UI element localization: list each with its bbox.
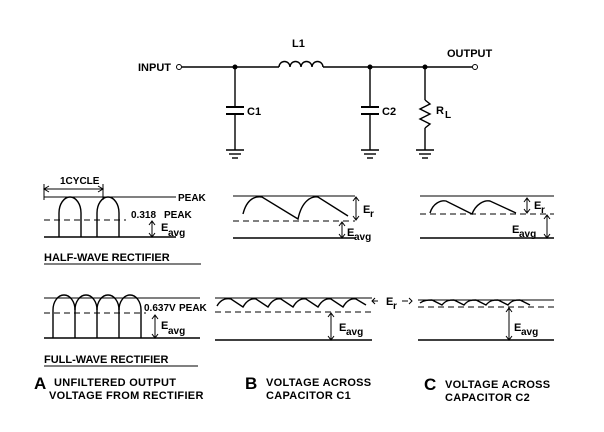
- half-wave-pulse: [58, 196, 82, 237]
- avg-peak-label: PEAK: [164, 210, 193, 221]
- half-wave-panel-c: E r E avg: [420, 195, 554, 240]
- svg-text:E: E: [363, 204, 370, 216]
- svg-text:E: E: [534, 200, 541, 212]
- svg-text:PEAK: PEAK: [179, 303, 208, 314]
- ripple-waveform: [216, 297, 367, 308]
- svg-text:CAPACITOR C2: CAPACITOR C2: [445, 392, 530, 404]
- svg-text:A: A: [34, 374, 46, 393]
- c1-label: C1: [247, 106, 261, 118]
- svg-text:E: E: [347, 227, 354, 239]
- svg-text:B: B: [245, 374, 257, 393]
- svg-text:E: E: [161, 320, 168, 332]
- svg-text:E: E: [339, 322, 346, 334]
- full-wave-title: FULL-WAVE RECTIFIER: [44, 354, 169, 366]
- svg-text:VOLTAGE ACROSS: VOLTAGE ACROSS: [266, 377, 371, 389]
- resistor-rl: [416, 67, 434, 159]
- avg-fraction-label: 0.318: [131, 210, 156, 221]
- svg-text:avg: avg: [519, 229, 536, 240]
- output-label: OUTPUT: [447, 48, 493, 60]
- svg-text:r: r: [541, 205, 545, 216]
- full-wave-pulse: [52, 294, 76, 338]
- svg-text:avg: avg: [521, 327, 538, 338]
- svg-text:avg: avg: [346, 327, 363, 338]
- full-wave-pulse: [74, 294, 98, 338]
- output-terminal: [472, 64, 478, 70]
- svg-text:UNFILTERED OUTPUT: UNFILTERED OUTPUT: [54, 377, 176, 389]
- input-terminal: [176, 64, 182, 70]
- half-wave-title: HALF-WAVE RECTIFIER: [44, 252, 170, 264]
- capacitor-c2: [361, 67, 379, 159]
- ripple-waveform: [242, 196, 349, 221]
- ripple-waveform: [429, 200, 517, 215]
- full-wave-pulse: [118, 294, 142, 338]
- input-label: INPUT: [138, 62, 171, 74]
- inductor-l1: [278, 60, 324, 68]
- svg-text:0.637V: 0.637V: [144, 303, 176, 314]
- svg-text:r: r: [393, 301, 397, 312]
- rl-subscript: L: [445, 110, 451, 121]
- half-wave-panel-a: 1CYCLE PEAK 0.318 PEAK E avg HALF-WAVE R…: [43, 176, 207, 265]
- full-wave-panel-b: E avg E r: [215, 296, 413, 341]
- half-wave-panel-b: E r E avg: [233, 195, 374, 243]
- svg-text:r: r: [370, 209, 374, 220]
- svg-text:E: E: [386, 296, 393, 308]
- c2-label: C2: [382, 106, 396, 118]
- eavg-subscript: avg: [168, 228, 185, 239]
- half-wave-pulse: [96, 196, 120, 237]
- full-wave-panel-a: 0.637V PEAK E avg FULL-WAVE RECTIFIER: [44, 294, 208, 367]
- svg-text:avg: avg: [168, 326, 185, 337]
- svg-text:C: C: [424, 375, 436, 394]
- svg-text:VOLTAGE FROM RECTIFIER: VOLTAGE FROM RECTIFIER: [49, 390, 204, 402]
- ripple-waveform: [419, 299, 531, 306]
- one-cycle-label: 1CYCLE: [60, 176, 100, 187]
- svg-text:VOLTAGE ACROSS: VOLTAGE ACROSS: [445, 379, 550, 391]
- caption-a: A UNFILTERED OUTPUT VOLTAGE FROM RECTIFI…: [34, 374, 204, 402]
- svg-text:avg: avg: [354, 232, 371, 243]
- filter-circuit: INPUT L1 OUTPUT C1: [138, 38, 493, 159]
- rl-label: R: [436, 105, 444, 117]
- caption-b: B VOLTAGE ACROSS CAPACITOR C1: [245, 374, 371, 402]
- full-wave-pulse: [96, 294, 120, 338]
- l1-label: L1: [292, 38, 305, 50]
- caption-c: C VOLTAGE ACROSS CAPACITOR C2: [424, 375, 550, 404]
- capacitor-c1: [226, 67, 244, 159]
- full-wave-panel-c: E avg: [418, 299, 554, 341]
- peak-label: PEAK: [178, 193, 207, 204]
- svg-text:E: E: [514, 322, 521, 334]
- svg-text:E: E: [512, 224, 519, 236]
- eavg-label: E: [161, 222, 168, 234]
- svg-text:CAPACITOR C1: CAPACITOR C1: [266, 390, 351, 402]
